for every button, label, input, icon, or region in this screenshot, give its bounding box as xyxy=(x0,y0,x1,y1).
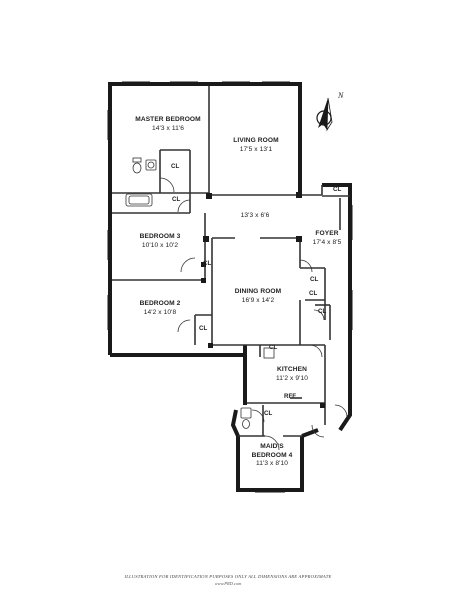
closet-label: CL xyxy=(318,308,327,315)
piers xyxy=(201,192,325,408)
compass-icon xyxy=(316,97,333,132)
room-maids-bedroom: MAID'S BEDROOM 4 11'3 x 8'10 xyxy=(240,443,304,469)
credit-text: www.PRD.com xyxy=(214,581,242,586)
room-living-room: LIVING ROOM 17'5 x 13'1 xyxy=(216,137,296,154)
room-dining-room: DINING ROOM 16'9 x 14'2 xyxy=(218,288,298,305)
closet-label: CL xyxy=(269,344,278,351)
room-dimensions: 17'5 x 13'1 xyxy=(239,145,273,153)
room-name: MASTER BEDROOM xyxy=(135,116,201,123)
room-dimensions: 10'10 x 10'2 xyxy=(141,241,179,249)
exterior-walls xyxy=(108,82,352,492)
door-swings xyxy=(159,177,348,451)
room-dimensions: 14'3 x 11'6 xyxy=(151,124,185,132)
closet-label: CL xyxy=(172,196,181,203)
room-dimensions: 17'4 x 8'5 xyxy=(312,238,342,246)
closet-label: CL xyxy=(203,260,212,267)
room-dimensions: 16'9 x 14'2 xyxy=(241,296,275,304)
hall-dimensions: 13'3 x 6'6 xyxy=(240,212,270,219)
room-dimensions: 11'2 x 9'10 xyxy=(275,374,309,382)
windows xyxy=(107,81,353,493)
room-name: MAID'S xyxy=(260,443,284,450)
closet-label: CL xyxy=(309,290,318,297)
room-name: DINING ROOM xyxy=(234,288,282,295)
room-kitchen: KITCHEN 11'2 x 9'10 xyxy=(262,366,322,383)
closet-label: CL xyxy=(264,410,273,417)
room-dimensions: 11'3 x 8'10 xyxy=(255,460,289,467)
room-name: LIVING ROOM xyxy=(233,137,279,144)
room-dimensions: 14'2 x 10'8 xyxy=(143,308,177,316)
room-name: KITCHEN xyxy=(276,366,307,373)
room-name: BEDROOM 3 xyxy=(139,233,181,240)
room-name: FOYER xyxy=(315,230,339,237)
closet-label: CL xyxy=(171,163,180,170)
disclaimer-text: ILLUSTRATION FOR IDENTIFICATION PURPOSES… xyxy=(124,574,332,579)
room-name-2: BEDROOM 4 xyxy=(251,451,293,459)
room-name: BEDROOM 2 xyxy=(139,300,181,307)
closet-label: CL xyxy=(199,325,208,332)
interior-walls xyxy=(112,86,350,437)
north-label: N xyxy=(338,91,344,100)
room-bedroom-2: BEDROOM 2 14'2 x 10'8 xyxy=(120,300,200,317)
room-master-bedroom: MASTER BEDROOM 14'3 x 11'6 xyxy=(128,116,208,133)
closet-label: CL xyxy=(333,186,342,193)
bath-fixtures xyxy=(125,157,275,429)
room-bedroom-3: BEDROOM 3 10'10 x 10'2 xyxy=(120,233,200,250)
refrigerator-label: RFF xyxy=(284,393,297,400)
closet-label: CL xyxy=(310,276,319,283)
room-foyer: FOYER 17'4 x 8'5 xyxy=(302,230,352,247)
